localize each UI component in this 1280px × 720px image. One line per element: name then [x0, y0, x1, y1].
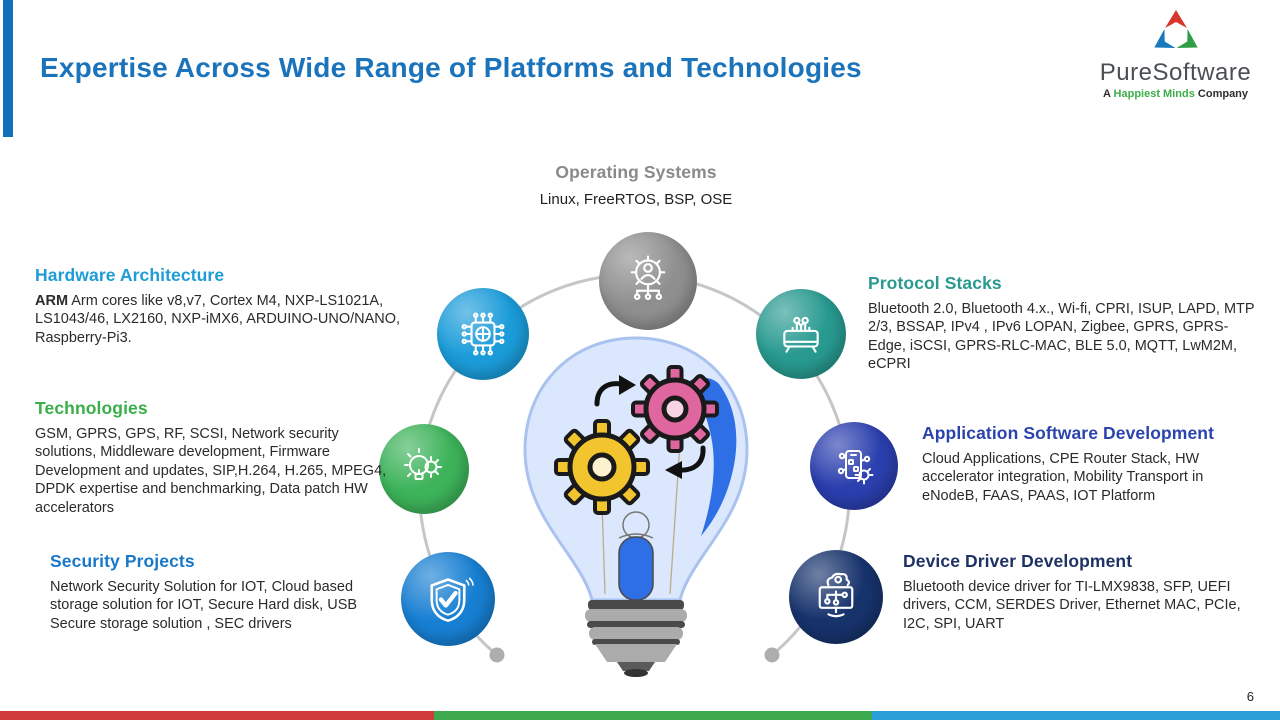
category-body: Bluetooth 2.0, Bluetooth 4.x., Wi-fi, CP…	[868, 301, 1255, 373]
operating-systems-node	[599, 232, 697, 330]
category-title: Device Driver Development	[903, 551, 1133, 571]
logo-name: PureSoftware	[1099, 59, 1252, 86]
category-security-projects: Security Projects Network Security Solut…	[50, 551, 400, 633]
category-title: Application Software Development	[922, 423, 1214, 443]
technologies-node	[379, 424, 469, 514]
footer-bar-green-segment	[434, 711, 872, 720]
page-title: Expertise Across Wide Range of Platforms…	[40, 52, 862, 83]
puresoftware-logo: PureSoftware A Happiest Minds Company	[1083, 8, 1268, 100]
category-title: Technologies	[35, 398, 148, 418]
category-title: Security Projects	[50, 551, 195, 571]
category-title: Operating Systems	[555, 162, 717, 182]
category-operating-systems: Operating Systems Linux, FreeRTOS, BSP, …	[436, 162, 836, 209]
tagline-highlight: Happiest Minds	[1113, 88, 1195, 100]
category-body: Bluetooth device driver for TI-LMX9838, …	[903, 579, 1241, 632]
protocol-stacks-node	[756, 289, 846, 379]
tagline-suffix: Company	[1194, 88, 1249, 100]
tagline-prefix: A	[1102, 88, 1114, 100]
logo-tagline: A Happiest Minds Company	[1083, 88, 1268, 100]
chip-brain-icon	[461, 312, 505, 356]
category-application-software-development: Application Software Development Cloud A…	[922, 423, 1254, 505]
shield-check-icon	[430, 577, 474, 622]
lightbulb-gears-illustration	[523, 336, 749, 677]
left-accent-bar	[3, 0, 13, 137]
category-body: ARM Arm cores like v8,v7, Cortex M4, NXP…	[35, 293, 401, 346]
category-title: Protocol Stacks	[868, 273, 1002, 293]
category-technologies: Technologies GSM, GPRS, GPS, RF, SCSI, N…	[35, 398, 387, 517]
gear-team-network-icon	[630, 255, 666, 300]
category-device-driver-development: Device Driver Development Bluetooth devi…	[903, 551, 1243, 633]
footer-color-bar	[0, 711, 1280, 720]
footer-bar-blue-segment	[872, 711, 1280, 720]
circuit-board-icon	[783, 316, 819, 353]
category-body: Network Security Solution for IOT, Cloud…	[50, 579, 358, 632]
mobile-app-gear-icon	[837, 450, 874, 485]
category-hardware-architecture: Hardware Architecture ARM Arm cores like…	[35, 265, 435, 347]
page-number: 6	[1246, 689, 1254, 704]
monitor-cloud-gear-icon	[818, 572, 854, 618]
logo-triangle-icon	[1153, 10, 1198, 49]
footer-bar-red-segment	[0, 711, 434, 720]
security-projects-node	[401, 552, 495, 646]
hardware-architecture-node	[437, 288, 529, 380]
category-title: Hardware Architecture	[35, 265, 225, 285]
application-software-development-node	[810, 422, 898, 510]
category-body-lead: ARM	[35, 293, 69, 309]
device-driver-development-node	[789, 550, 883, 644]
category-body: Cloud Applications, CPE Router Stack, HW…	[922, 451, 1204, 504]
category-protocol-stacks: Protocol Stacks Bluetooth 2.0, Bluetooth…	[868, 273, 1266, 374]
category-body: Linux, FreeRTOS, BSP, OSE	[539, 191, 733, 208]
category-body: GSM, GPRS, GPS, RF, SCSI, Network securi…	[35, 426, 387, 516]
idea-bulb-gear-icon	[404, 448, 442, 480]
